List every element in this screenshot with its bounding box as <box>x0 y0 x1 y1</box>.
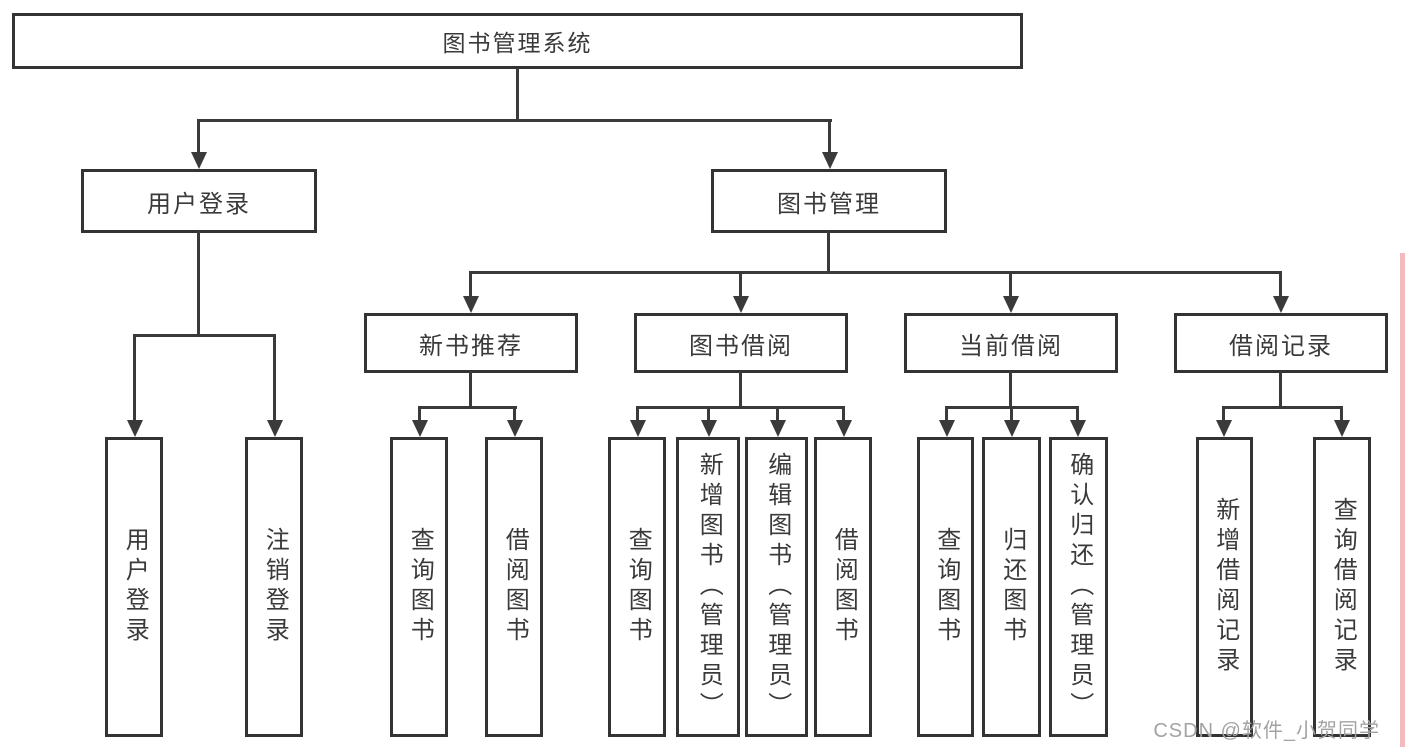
node-book-borrow: 图书借阅 <box>634 313 848 373</box>
connector-line <box>827 231 830 273</box>
connector-arrow <box>701 420 717 437</box>
connector-line <box>1010 406 1013 422</box>
connector-arrow <box>770 420 786 437</box>
leaf-label: 新增借阅记录 <box>1211 497 1239 677</box>
leaf-label: 注销登录 <box>261 527 289 647</box>
connector-line <box>516 68 519 122</box>
connector-arrow <box>1334 420 1350 437</box>
connector-arrow <box>1070 420 1086 437</box>
node-user-login: 用户登录 <box>81 169 317 233</box>
node-label: 借阅记录 <box>1229 332 1333 360</box>
connector-line <box>197 119 200 154</box>
connector-arrow <box>836 420 852 437</box>
connector-arrow <box>1216 420 1232 437</box>
connector-line <box>1009 271 1012 297</box>
connector-line <box>842 406 845 422</box>
node-borrow-records: 借阅记录 <box>1174 313 1388 373</box>
leaf-recommend-borrow-books: 借阅图书 <box>485 437 543 737</box>
node-label: 当前借阅 <box>959 332 1063 360</box>
node-current-borrow: 当前借阅 <box>904 313 1118 373</box>
leaf-current-return-books: 归还图书 <box>982 437 1041 737</box>
connector-arrow <box>733 296 749 313</box>
connector-line <box>133 334 136 420</box>
connector-line <box>739 371 742 408</box>
connector-line <box>1279 371 1282 408</box>
node-label: 图书管理系统 <box>442 30 593 56</box>
node-label: 图书管理 <box>777 190 881 218</box>
connector-line <box>945 406 948 422</box>
right-edge-strip <box>1400 253 1405 747</box>
leaf-recommend-query-books: 查询图书 <box>390 437 448 737</box>
connector-line <box>776 406 779 422</box>
connector-line <box>1222 406 1342 409</box>
connector-arrow <box>191 152 207 169</box>
node-new-book-recommend: 新书推荐 <box>364 313 578 373</box>
connector-line <box>636 406 639 422</box>
connector-line <box>1076 406 1079 422</box>
connector-line <box>273 334 276 420</box>
connector-line <box>418 406 421 422</box>
connector-line <box>1279 271 1282 297</box>
leaf-user-login: 用户登录 <box>105 437 163 737</box>
connector-line <box>636 406 845 409</box>
connector-line <box>739 271 742 297</box>
node-label: 图书借阅 <box>689 332 793 360</box>
connector-line <box>469 271 1282 274</box>
node-label: 用户登录 <box>147 190 251 218</box>
leaf-label: 查询图书 <box>406 527 434 647</box>
connector-arrow <box>463 296 479 313</box>
connector-line <box>133 334 276 337</box>
connector-line <box>828 119 831 154</box>
leaf-current-confirm-return-admin: 确认归还（管理员） <box>1049 437 1108 737</box>
leaf-label: 编辑图书（管理员） <box>763 452 791 722</box>
connector-arrow <box>1273 296 1289 313</box>
connector-arrow <box>412 420 428 437</box>
connector-line <box>1009 371 1012 408</box>
leaf-label: 确认归还（管理员） <box>1065 452 1093 722</box>
connector-arrow <box>127 420 143 437</box>
connector-arrow <box>939 420 955 437</box>
connector-line <box>197 231 200 336</box>
connector-arrow <box>267 420 283 437</box>
node-book-management: 图书管理 <box>711 169 947 233</box>
connector-line <box>1222 406 1225 422</box>
connector-line <box>418 406 517 409</box>
connector-arrow <box>1004 420 1020 437</box>
leaf-label: 归还图书 <box>998 527 1026 647</box>
connector-line <box>469 371 472 408</box>
node-label: 新书推荐 <box>419 332 523 360</box>
connector-line <box>197 119 832 122</box>
csdn-watermark: CSDN @软件_小贺同学 <box>1153 720 1380 742</box>
leaf-records-query-record: 查询借阅记录 <box>1313 437 1371 737</box>
leaf-logout: 注销登录 <box>245 437 303 737</box>
connector-line <box>513 406 516 422</box>
leaf-label: 新增图书（管理员） <box>695 452 723 722</box>
leaf-borrow-add-books-admin: 新增图书（管理员） <box>676 437 740 737</box>
connector-arrow <box>822 152 838 169</box>
connector-line <box>1340 406 1343 422</box>
leaf-current-query-books: 查询图书 <box>917 437 974 737</box>
leaf-label: 查询借阅记录 <box>1329 497 1357 677</box>
connector-arrow <box>630 420 646 437</box>
leaf-label: 查询图书 <box>624 527 652 647</box>
connector-arrow <box>507 420 523 437</box>
leaf-records-add-record: 新增借阅记录 <box>1196 437 1253 737</box>
leaf-label: 用户登录 <box>121 527 149 647</box>
node-library-management-system: 图书管理系统 <box>12 13 1023 69</box>
leaf-borrow-edit-books-admin: 编辑图书（管理员） <box>745 437 808 737</box>
leaf-label: 借阅图书 <box>830 527 858 647</box>
leaf-label: 查询图书 <box>932 527 960 647</box>
leaf-borrow-query-books: 查询图书 <box>608 437 666 737</box>
connector-line <box>707 406 710 422</box>
connector-arrow <box>1003 296 1019 313</box>
leaf-label: 借阅图书 <box>501 527 529 647</box>
leaf-borrow-borrow-books: 借阅图书 <box>814 437 872 737</box>
connector-line <box>469 271 472 297</box>
